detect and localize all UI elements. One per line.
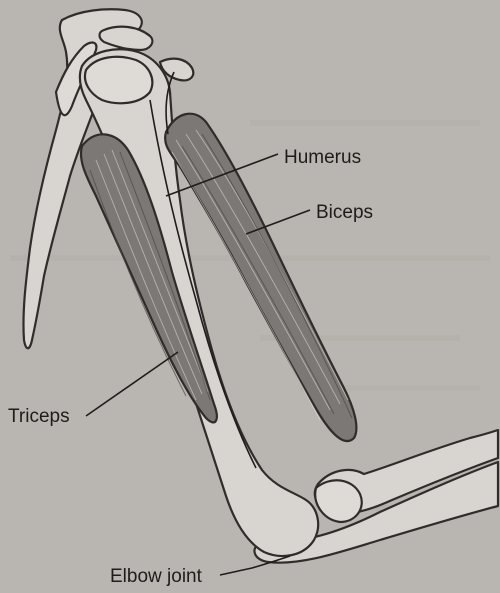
label-elbow-joint: Elbow joint bbox=[110, 566, 203, 587]
triceps-leader-line bbox=[86, 352, 178, 416]
label-humerus: Humerus bbox=[284, 147, 361, 168]
label-biceps: Biceps bbox=[316, 202, 373, 223]
label-triceps: Triceps bbox=[8, 406, 70, 427]
elbow-leader-line bbox=[220, 556, 290, 575]
humerus-head bbox=[85, 57, 152, 103]
elbow-condyle bbox=[315, 480, 362, 522]
